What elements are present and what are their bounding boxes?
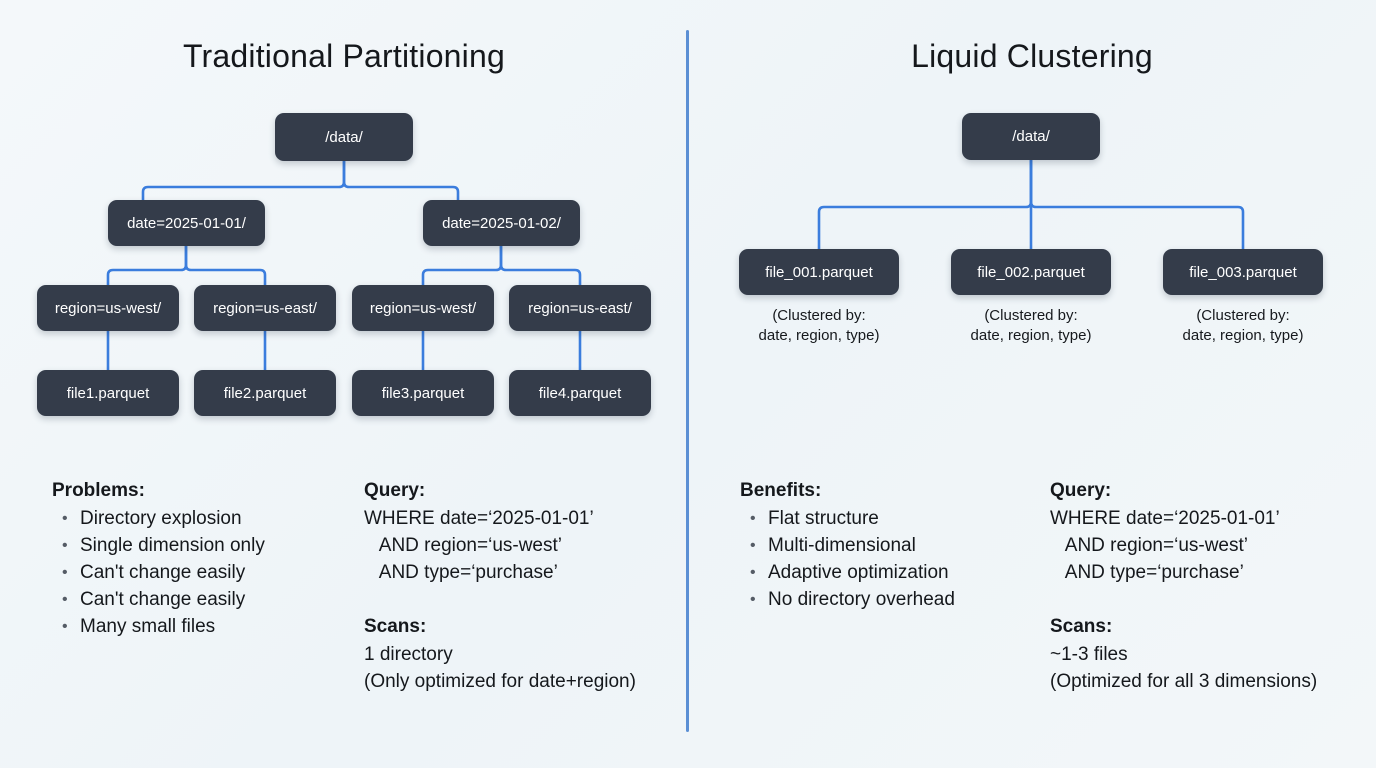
- right-query-lines: WHERE date=‘2025-01-01’ AND region=‘us-w…: [1050, 505, 1376, 586]
- problems-block: Problems: Directory explosion Single dim…: [52, 477, 352, 640]
- node-left-file-4[interactable]: file4.parquet: [509, 370, 651, 416]
- node-left-file-3[interactable]: file3.parquet: [352, 370, 494, 416]
- query-line: AND region=‘us-west’: [364, 535, 562, 556]
- left-query-block: Query: WHERE date=‘2025-01-01’ AND regio…: [364, 477, 684, 695]
- node-left-date-1[interactable]: date=2025-01-01/: [108, 200, 265, 246]
- scans-line: 1 directory: [364, 644, 453, 665]
- list-item: Adaptive optimization: [740, 559, 1040, 586]
- scans-line: (Optimized for all 3 dimensions): [1050, 671, 1318, 692]
- list-item: Flat structure: [740, 505, 1040, 532]
- vertical-divider: [686, 30, 689, 732]
- left-scans-lines: 1 directory (Only optimized for date+reg…: [364, 641, 684, 695]
- node-left-region-3[interactable]: region=us-west/: [352, 285, 494, 331]
- problems-list: Directory explosion Single dimension onl…: [52, 505, 352, 640]
- list-item: Directory explosion: [52, 505, 352, 532]
- list-item: No directory overhead: [740, 586, 1040, 613]
- query-line: WHERE date=‘2025-01-01’: [1050, 508, 1280, 529]
- benefits-heading: Benefits:: [740, 480, 822, 501]
- query-line: AND region=‘us-west’: [1050, 535, 1248, 556]
- list-item: Multi-dimensional: [740, 532, 1040, 559]
- node-left-region-2[interactable]: region=us-east/: [194, 285, 336, 331]
- problems-heading: Problems:: [52, 480, 145, 501]
- page-title-liquid-clustering: Liquid Clustering: [911, 38, 1153, 74]
- right-scans-heading: Scans:: [1050, 616, 1113, 637]
- right-query-heading: Query:: [1050, 480, 1112, 501]
- node-right-file-2[interactable]: file_002.parquet: [951, 249, 1111, 295]
- page-title-traditional-partitioning: Traditional Partitioning: [182, 38, 505, 74]
- caption-clustered-by-3: (Clustered by: date, region, type): [1182, 307, 1304, 344]
- left-scans-heading: Scans:: [364, 616, 427, 637]
- left-scans-block: Scans: 1 directory (Only optimized for d…: [364, 613, 684, 695]
- right-scans-block: Scans: ~1-3 files (Optimized for all 3 d…: [1050, 613, 1376, 695]
- node-left-file-2[interactable]: file2.parquet: [194, 370, 336, 416]
- list-item: Many small files: [52, 613, 352, 640]
- caption-clustered-by-2: (Clustered by: date, region, type): [970, 307, 1092, 344]
- left-query-lines: WHERE date=‘2025-01-01’ AND region=‘us-w…: [364, 505, 684, 586]
- scans-line: ~1-3 files: [1050, 644, 1128, 665]
- node-right-root[interactable]: /data/: [962, 113, 1100, 160]
- node-left-date-2[interactable]: date=2025-01-02/: [423, 200, 580, 246]
- node-right-file-1[interactable]: file_001.parquet: [739, 249, 899, 295]
- node-left-file-1[interactable]: file1.parquet: [37, 370, 179, 416]
- query-line: AND type=‘purchase’: [1050, 562, 1244, 583]
- node-left-root[interactable]: /data/: [275, 113, 413, 161]
- list-item: Can't change easily: [52, 586, 352, 613]
- scans-line: (Only optimized for date+region): [364, 671, 636, 692]
- caption-clustered-by-1: (Clustered by: date, region, type): [758, 307, 880, 344]
- left-query-heading: Query:: [364, 480, 426, 501]
- list-item: Single dimension only: [52, 532, 352, 559]
- right-scans-lines: ~1-3 files (Optimized for all 3 dimensio…: [1050, 641, 1376, 695]
- benefits-list: Flat structure Multi-dimensional Adaptiv…: [740, 505, 1040, 613]
- benefits-block: Benefits: Flat structure Multi-dimension…: [740, 477, 1040, 613]
- right-query-block: Query: WHERE date=‘2025-01-01’ AND regio…: [1050, 477, 1376, 695]
- query-line: WHERE date=‘2025-01-01’: [364, 508, 594, 529]
- list-item: Can't change easily: [52, 559, 352, 586]
- node-left-region-4[interactable]: region=us-east/: [509, 285, 651, 331]
- node-left-region-1[interactable]: region=us-west/: [37, 285, 179, 331]
- node-right-file-3[interactable]: file_003.parquet: [1163, 249, 1323, 295]
- query-line: AND type=‘purchase’: [364, 562, 558, 583]
